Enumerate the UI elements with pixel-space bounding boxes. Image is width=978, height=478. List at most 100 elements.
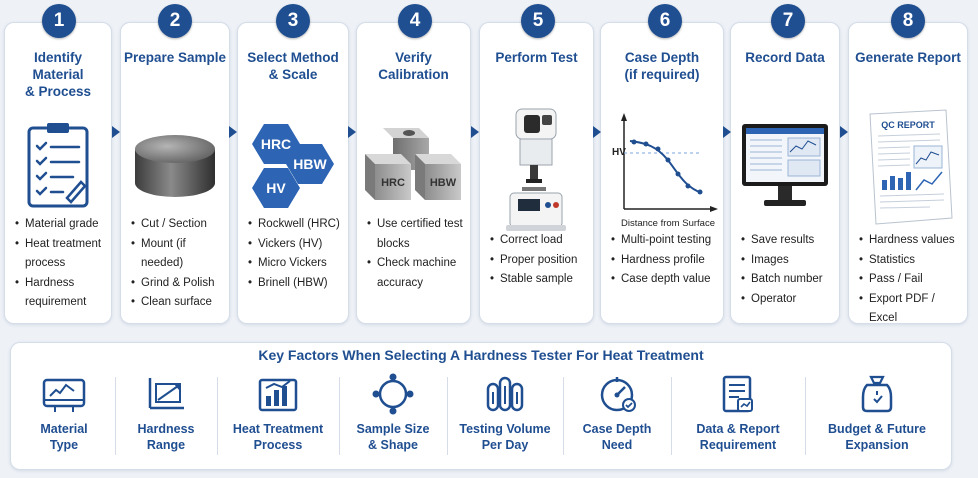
factor-sample-size-shape: Sample Size & Shape	[341, 371, 445, 463]
list-item: Micro Vickers	[248, 254, 344, 274]
factor-label: Sample Size & Shape	[356, 422, 430, 452]
step-number-6: 6	[648, 4, 682, 38]
hardness-tester-icon	[480, 103, 593, 233]
list-item: Save results	[741, 231, 835, 251]
factor-case-depth-need: Case Depth Need	[565, 371, 669, 463]
divider	[563, 377, 564, 455]
list-item: Clean surface	[131, 293, 225, 313]
flow-arrow-icon	[840, 126, 848, 138]
factor-label: Data & Report Requirement	[696, 422, 780, 452]
list-item: Images	[741, 251, 835, 271]
factor-label: Case Depth Need	[582, 422, 652, 452]
factor-data-report: Data & Report Requirement	[673, 371, 803, 463]
step-number-7: 7	[771, 4, 805, 38]
list-item: Use certified test blocks	[367, 215, 466, 254]
key-factors-title: Key Factors When Selecting A Hardness Te…	[258, 347, 704, 363]
step-items: Save results Images Batch number Operato…	[741, 231, 835, 309]
step-card-8: Generate Report QC REPORT	[848, 22, 968, 324]
step-title: Perform Test	[495, 50, 578, 65]
factor-testing-volume: Testing Volume Per Day	[449, 371, 561, 463]
report-icon	[673, 371, 803, 417]
block-label-right: HBW	[429, 177, 456, 189]
divider	[115, 377, 116, 455]
bar-chart-icon	[219, 371, 337, 417]
factor-label: Hardness Range	[137, 422, 195, 452]
list-item: Correct load	[490, 231, 589, 251]
step-card-3: Select Method & Scale HRC HBW HV Rockwel…	[237, 22, 349, 324]
step-title: Identify Material & Process	[24, 50, 92, 99]
list-item: Material grade	[15, 215, 107, 235]
list-item: Vickers (HV)	[248, 235, 344, 255]
step-number-3: 3	[276, 4, 310, 38]
case-chart-xlabel: Distance from Surface	[621, 218, 715, 229]
step-number-8: 8	[891, 4, 925, 38]
factor-label: Heat Treatment Process	[232, 422, 324, 452]
divider	[671, 377, 672, 455]
list-item: Multi-point testing	[611, 231, 719, 251]
scale-hv: HV	[266, 180, 286, 196]
hardness-scales-icon: HRC HBW HV	[238, 115, 348, 215]
step-title: Case Depth (if required)	[624, 50, 700, 82]
list-item: Pass / Fail	[859, 270, 963, 290]
scale-hbw: HBW	[293, 156, 327, 172]
sample-puck-icon	[121, 109, 229, 221]
range-icon	[117, 371, 215, 417]
step-card-7: Record Data Save results Images	[730, 22, 840, 324]
step-card-1: Identify Material & Process Material gra…	[4, 22, 112, 324]
factor-label: Budget & Future Expansion	[828, 422, 926, 452]
step-items: Hardness values Statistics Pass / Fail E…	[859, 231, 963, 324]
step-items: Material grade Heat treatment process Ha…	[15, 215, 107, 313]
list-item: Batch number	[741, 270, 835, 290]
report-title: QC REPORT	[881, 120, 935, 130]
target-icon	[341, 371, 445, 417]
list-item: Proper position	[490, 251, 589, 271]
block-label-left: HRC	[381, 177, 405, 189]
gauge-icon	[565, 371, 669, 417]
factor-label: Material Type	[40, 422, 88, 452]
list-item: Cut / Section	[131, 215, 225, 235]
flow-arrow-icon	[348, 126, 356, 138]
list-item: Check machine accuracy	[367, 254, 466, 293]
divider	[217, 377, 218, 455]
step-title: Select Method & Scale	[247, 50, 339, 82]
case-depth-chart-icon: HV Distance from Surface	[601, 99, 723, 229]
monitor-icon	[731, 111, 839, 221]
divider	[805, 377, 806, 455]
qc-report-icon: QC REPORT	[849, 105, 967, 229]
step-items: Cut / Section Mount (if needed) Grind & …	[131, 215, 225, 313]
step-title: Verify Calibration	[378, 50, 449, 82]
list-item: Export PDF / Excel	[859, 290, 963, 324]
list-item: Stable sample	[490, 270, 589, 290]
step-card-2: Prepare Sample Cut / Section Mount (if n…	[120, 22, 230, 324]
step-number-2: 2	[158, 4, 192, 38]
list-item: Hardness values	[859, 231, 963, 251]
volume-icon	[449, 371, 561, 417]
flow-arrow-icon	[471, 126, 479, 138]
factor-hardness-range: Hardness Range	[117, 371, 215, 463]
material-icon	[15, 371, 113, 417]
factor-heat-treatment-process: Heat Treatment Process	[219, 371, 337, 463]
list-item: Grind & Polish	[131, 274, 225, 294]
list-item: Hardness requirement	[15, 274, 107, 313]
list-item: Rockwell (HRC)	[248, 215, 344, 235]
step-number-4: 4	[398, 4, 432, 38]
clipboard-icon	[5, 109, 111, 221]
divider	[447, 377, 448, 455]
list-item: Operator	[741, 290, 835, 310]
step-card-4: Verify Calibration HRC HBW U	[356, 22, 471, 324]
step-title: Record Data	[745, 50, 825, 65]
budget-icon	[807, 371, 947, 417]
step-title: Prepare Sample	[123, 50, 227, 65]
step-items: Correct load Proper position Stable samp…	[490, 231, 589, 290]
step-title: Generate Report	[855, 50, 961, 65]
step-number-5: 5	[521, 4, 555, 38]
step-card-6: Case Depth (if required) HV Distance fro…	[600, 22, 724, 324]
flow-arrow-icon	[723, 126, 731, 138]
step-items: Use certified test blocks Check machine …	[367, 215, 466, 293]
flow-arrow-icon	[112, 126, 120, 138]
step-number-1: 1	[42, 4, 76, 38]
step-card-5: Perform Test Correct load Proper positio…	[479, 22, 594, 324]
list-item: Hardness profile	[611, 251, 719, 271]
divider	[339, 377, 340, 455]
factor-budget-expansion: Budget & Future Expansion	[807, 371, 947, 463]
